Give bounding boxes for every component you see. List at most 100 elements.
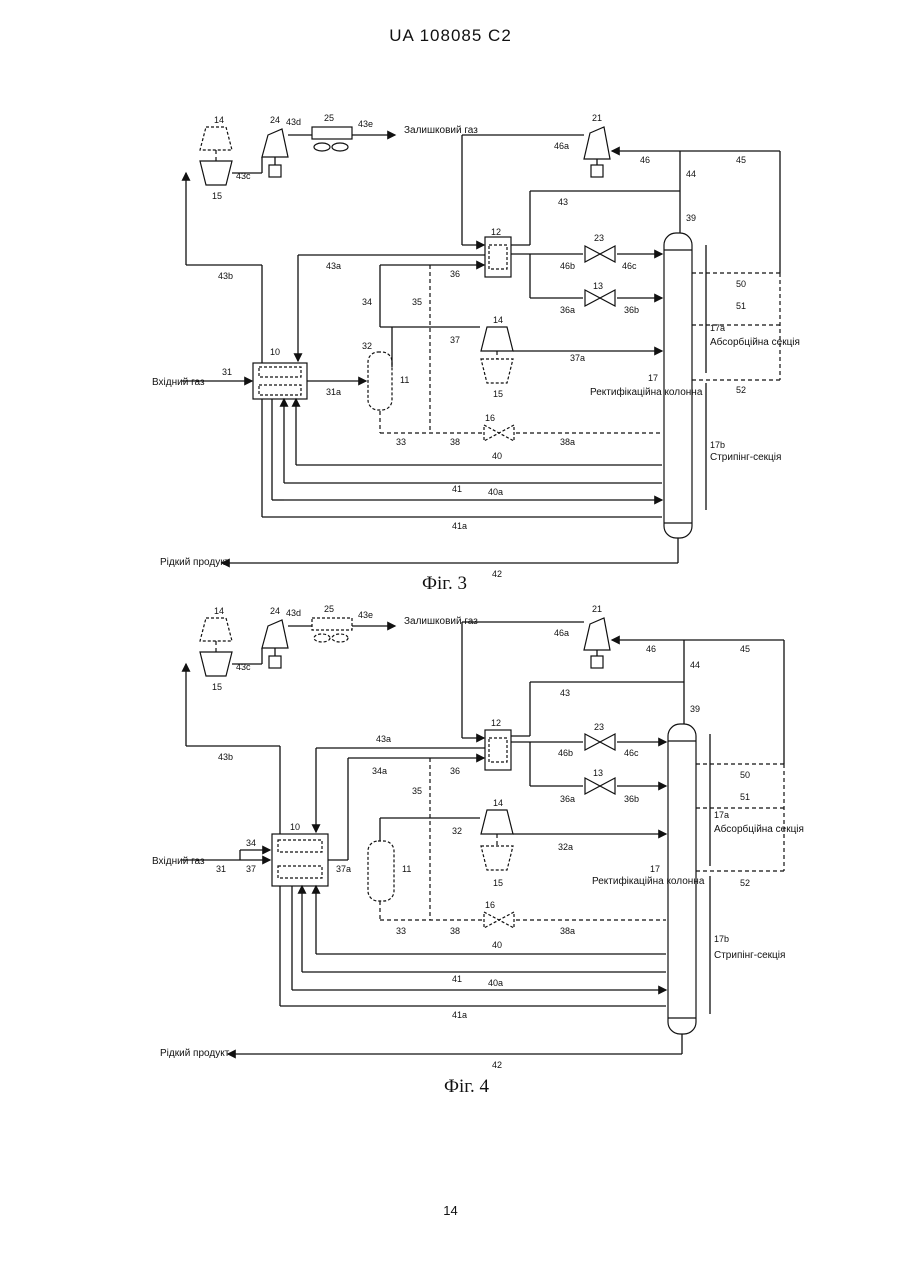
stream-label: 36a bbox=[560, 305, 575, 315]
ref-label: 17a bbox=[714, 810, 729, 820]
cooler-25 bbox=[312, 618, 352, 630]
stream-label: 45 bbox=[740, 644, 750, 654]
stream-label: 50 bbox=[740, 770, 750, 780]
valve-16 bbox=[484, 912, 514, 928]
residual-gas-label: Залишковий газ bbox=[404, 125, 478, 136]
stream-label: 52 bbox=[736, 385, 746, 395]
cooler-25 bbox=[312, 127, 352, 139]
figure-4: Залишковий газ Вхідний газ Рідкий продук… bbox=[0, 596, 901, 1096]
compressor-15 bbox=[481, 359, 513, 383]
stream-label: 46b bbox=[560, 261, 575, 271]
stream-label: 43e bbox=[358, 119, 373, 129]
stream-label: 41a bbox=[452, 1010, 467, 1020]
stream-label: 39 bbox=[686, 213, 696, 223]
compressor-21 bbox=[584, 127, 610, 159]
ref-label: 16 bbox=[485, 413, 495, 423]
figure-caption: Фіг. 4 bbox=[444, 1076, 489, 1096]
stream-label: 32a bbox=[558, 842, 573, 852]
ref-label: 11 bbox=[402, 864, 411, 874]
liquid-product-label: Рідкий продукт bbox=[160, 557, 230, 568]
compressor-24 bbox=[262, 620, 288, 648]
stream-label: 36b bbox=[624, 305, 639, 315]
absorption-label: Абсорбційна секція bbox=[714, 823, 804, 835]
stream-label: 50 bbox=[736, 279, 746, 289]
stream-label: 46c bbox=[624, 748, 639, 758]
stream-label: 40a bbox=[488, 487, 503, 497]
stream-label: 31 bbox=[222, 367, 232, 377]
stream-label: 36 bbox=[450, 766, 460, 776]
ref-label: 21 bbox=[592, 604, 602, 614]
stream-label: 32 bbox=[452, 826, 462, 836]
ref-label: 12 bbox=[491, 227, 501, 237]
stream-label: 43d bbox=[286, 608, 301, 618]
stream-label: 36 bbox=[450, 269, 460, 279]
stream-label: 42 bbox=[492, 1060, 502, 1070]
stream-label: 46b bbox=[558, 748, 573, 758]
stream-label: 40 bbox=[492, 451, 502, 461]
column-label: Ректифікаційна колонна bbox=[592, 875, 705, 887]
ref-label: 12 bbox=[491, 718, 501, 728]
ref-label: 25 bbox=[324, 604, 334, 614]
figure-3: Залишковий газ Вхідний газ Рідкий продук… bbox=[0, 105, 901, 605]
stream-label: 36a bbox=[560, 794, 575, 804]
stream-label: 37a bbox=[570, 353, 585, 363]
stream-label: 33 bbox=[396, 437, 406, 447]
stream-label: 45 bbox=[736, 155, 746, 165]
ref-label: 13 bbox=[593, 281, 603, 291]
stream-label: 38 bbox=[450, 926, 460, 936]
ref-label: 24 bbox=[270, 115, 280, 125]
stream-label: 31 bbox=[216, 864, 226, 874]
stream-label: 43 bbox=[558, 197, 568, 207]
residual-gas-label: Залишковий газ bbox=[404, 616, 478, 627]
ref-label: 10 bbox=[270, 347, 280, 357]
ref-label: 23 bbox=[594, 233, 604, 243]
ref-label: 14 bbox=[493, 315, 503, 325]
stream-label: 36b bbox=[624, 794, 639, 804]
stream-label: 40a bbox=[488, 978, 503, 988]
liquid-product-label: Рідкий продукт bbox=[160, 1048, 230, 1059]
page-number: 14 bbox=[0, 1203, 901, 1218]
compressor-21 bbox=[584, 618, 610, 650]
stream-label: 43 bbox=[560, 688, 570, 698]
stream-label: 40 bbox=[492, 940, 502, 950]
stream-label: 46c bbox=[622, 261, 637, 271]
ref-label: 15 bbox=[212, 682, 222, 692]
rectification-column bbox=[664, 233, 692, 538]
expander-14 bbox=[481, 810, 513, 834]
ref-label: 15 bbox=[493, 389, 503, 399]
stream-label: 46a bbox=[554, 628, 569, 638]
valve-16 bbox=[484, 425, 514, 441]
stripping-label: Стрипінг-секція bbox=[710, 452, 781, 463]
ref-label: 14 bbox=[214, 606, 224, 616]
stream-label: 35 bbox=[412, 297, 422, 307]
stream-label: 41a bbox=[452, 521, 467, 531]
separator-11 bbox=[368, 841, 394, 901]
figure-caption: Фіг. 3 bbox=[422, 573, 467, 594]
ref-label: 17b bbox=[714, 934, 729, 944]
ref-label: 24 bbox=[270, 606, 280, 616]
stream-label: 34a bbox=[372, 766, 387, 776]
stream-label: 35 bbox=[412, 786, 422, 796]
stream-label: 52 bbox=[740, 878, 750, 888]
valve-23 bbox=[585, 246, 615, 262]
ref-label: 15 bbox=[493, 878, 503, 888]
ref-label: 17a bbox=[710, 323, 725, 333]
stream-label: 32 bbox=[362, 341, 372, 351]
ref-label: 13 bbox=[593, 768, 603, 778]
valve-13 bbox=[585, 290, 615, 306]
ref-label: 25 bbox=[324, 113, 334, 123]
absorption-label: Абсорбційна секція bbox=[710, 336, 800, 348]
figure-4-diagram: Залишковий газ Вхідний газ Рідкий продук… bbox=[0, 596, 901, 1096]
stream-label: 37 bbox=[246, 864, 256, 874]
inlet-gas-label: Вхідний газ bbox=[152, 377, 205, 388]
stripping-label: Стрипінг-секція bbox=[714, 950, 785, 961]
stream-label: 43e bbox=[358, 610, 373, 620]
ref-label: 17b bbox=[710, 440, 725, 450]
stream-label: 43b bbox=[218, 271, 233, 281]
ref-label: 14 bbox=[493, 798, 503, 808]
stream-label: 43a bbox=[326, 261, 341, 271]
figure-3-diagram: Залишковий газ Вхідний газ Рідкий продук… bbox=[0, 105, 901, 605]
stream-label: 37 bbox=[450, 335, 460, 345]
stream-label: 33 bbox=[396, 926, 406, 936]
stream-label: 46a bbox=[554, 141, 569, 151]
